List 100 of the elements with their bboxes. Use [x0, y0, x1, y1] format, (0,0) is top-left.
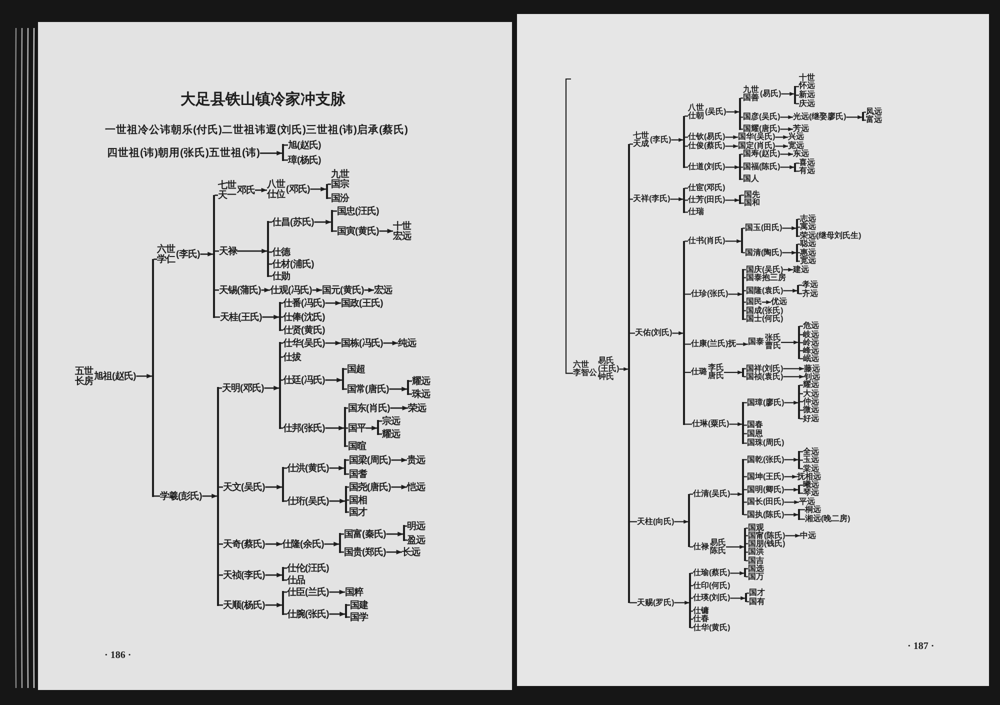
connector-line: [798, 284, 802, 286]
connector-line: [284, 579, 287, 581]
spouse-name: (邓氏): [286, 184, 310, 194]
arrow: [781, 340, 798, 344]
connector-line: [684, 200, 688, 201]
person-name: 仕品: [287, 575, 305, 586]
generation-label: 十世: [393, 221, 411, 231]
connector-line: [690, 618, 693, 620]
connector-line: [744, 424, 747, 426]
connector-line: [740, 116, 743, 118]
connector-line: [218, 543, 223, 545]
connector-line: [268, 251, 272, 253]
connector-line: [800, 342, 803, 344]
arrow: [364, 288, 374, 292]
connector-line: [744, 459, 747, 460]
person-name: 仕洪(黄氏): [287, 463, 330, 474]
connector-line: [800, 468, 803, 470]
arrow: [325, 300, 341, 306]
arrow: [391, 484, 407, 490]
arrow: [386, 532, 404, 536]
arrow: [383, 340, 398, 346]
connector-line: [800, 358, 803, 360]
connector-line: [800, 492, 803, 494]
connector-line: [740, 194, 744, 196]
person-name: 仕昌(苏氏): [272, 217, 314, 228]
person-name: 仕勋: [272, 271, 290, 282]
connector-line: [690, 546, 693, 548]
connector-line: [284, 500, 287, 502]
connector-line: [744, 376, 746, 378]
connector-line: [744, 277, 746, 278]
connector-line: [684, 294, 691, 295]
arrow: [674, 520, 688, 524]
arrow: [730, 492, 742, 496]
arrow: [202, 494, 218, 498]
person-name: 学羲(彭氏): [160, 491, 202, 502]
connector-line: [800, 401, 803, 402]
arrow: [780, 115, 793, 120]
connector-line: [798, 236, 800, 237]
connector-line: [800, 509, 805, 510]
person-name: 国东(肖氏): [348, 403, 390, 414]
lineage-text: 一世祖冷公讳朝乐(付氏)二世祖讳遐(刘氏)三世祖(讳)启承(蔡氏): [105, 125, 408, 137]
connector-line: [796, 170, 799, 172]
connector-line: [744, 402, 747, 404]
person-name: 仕观(冯氏): [270, 285, 312, 296]
bracket-line: [565, 78, 573, 374]
connector-line: [684, 344, 691, 345]
person-name: 长远: [402, 547, 420, 558]
arrow: [329, 590, 345, 594]
connector-line: [800, 384, 803, 386]
connector-line: [340, 533, 344, 535]
connector-line: [800, 410, 803, 411]
person-name: 仕贤(黄氏): [283, 325, 326, 336]
person-name: 贵远: [407, 455, 425, 466]
connector-line: [346, 486, 349, 488]
person-name: 天顺(杨氏): [223, 600, 266, 610]
person-name: 国粹: [345, 587, 363, 598]
connector-line: [408, 393, 412, 395]
arrow: [784, 474, 797, 479]
connector-line: [218, 486, 223, 488]
arrow: [784, 512, 798, 517]
connector-line: [280, 302, 283, 304]
connector-line: [346, 459, 349, 461]
connector-line: [684, 116, 688, 117]
arrow: [325, 340, 341, 346]
arrow: [736, 342, 748, 346]
person-name: 天明(邓氏): [222, 383, 264, 394]
connector-line: [746, 528, 748, 529]
arrow: [671, 138, 684, 142]
arrow: [729, 422, 742, 426]
arrow: [312, 288, 322, 292]
person-name: 国栋(冯氏): [341, 338, 384, 348]
arrow: [390, 406, 408, 410]
connector-line: [268, 275, 272, 277]
connector-line: [690, 610, 693, 612]
person-name: 国元(黄氏): [322, 285, 364, 296]
connector-line: [740, 98, 743, 99]
person-name: 耀远: [412, 376, 430, 386]
connector-line: [328, 197, 331, 199]
person-name: 仕材(浦氏): [272, 259, 314, 270]
connector-line: [744, 302, 746, 303]
arrow: [780, 127, 793, 132]
arrow: [619, 367, 628, 372]
arrow: [783, 288, 798, 293]
arrow: [329, 612, 346, 616]
connector-line: [630, 602, 637, 604]
connector-line: [798, 293, 802, 294]
person-name: 国政(王氏): [341, 298, 384, 308]
connector-line: [744, 368, 746, 370]
person-name: 耀远: [382, 429, 400, 440]
connector-line: [746, 552, 748, 553]
connector-line: [798, 244, 800, 245]
person-name: 盈远: [407, 535, 425, 546]
spouse-name: 邓氏: [237, 185, 255, 196]
connector-line: [742, 228, 745, 229]
person-name: 国学: [350, 612, 368, 622]
person-name: 国建: [350, 600, 368, 610]
connector-line: [378, 420, 382, 422]
connector-line: [744, 489, 747, 490]
generation-label: 八世: [267, 179, 285, 189]
connector-line: [630, 521, 637, 522]
